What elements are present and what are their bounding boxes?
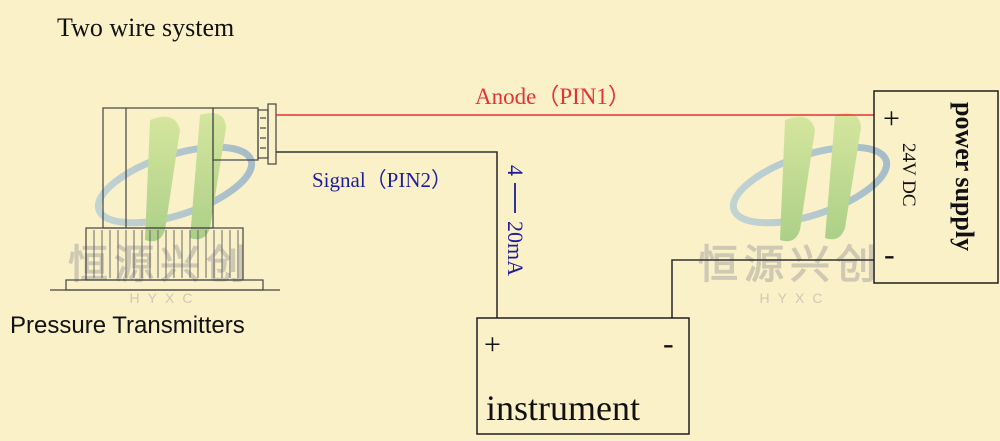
pressure-transmitter — [50, 103, 280, 291]
current-range-start: 4 — [503, 165, 528, 176]
diagram-title: Two wire system — [57, 13, 234, 42]
signal-label: Signal（PIN2） — [312, 168, 452, 192]
transmitter-label: Pressure Transmitters — [10, 312, 245, 339]
watermark-right-chinese: 恒源兴创 — [698, 243, 882, 287]
watermark-left-latin: HYXC — [130, 290, 201, 306]
instrument-plus: + — [484, 328, 501, 361]
signal-wire — [276, 151, 498, 318]
watermark-left: 恒源兴创 HYXC — [68, 113, 256, 306]
instrument-minus: - — [663, 325, 674, 361]
return-wire — [671, 259, 874, 318]
instrument-box — [476, 317, 690, 435]
power-supply-box — [873, 90, 999, 284]
watermark-right-latin: HYXC — [760, 290, 831, 306]
power-supply-minus: - — [884, 236, 895, 272]
power-supply-plus: + — [883, 102, 900, 135]
instrument-label: instrument — [486, 388, 640, 428]
current-range-label: 4 20mA — [503, 165, 528, 276]
power-supply-voltage: 24V DC — [898, 143, 919, 207]
current-range-end: 20mA — [503, 221, 528, 276]
watermark-right: 恒源兴创 HYXC — [698, 113, 891, 306]
anode-label: Anode（PIN1） — [475, 84, 631, 109]
power-supply-label: power supply — [950, 102, 979, 251]
